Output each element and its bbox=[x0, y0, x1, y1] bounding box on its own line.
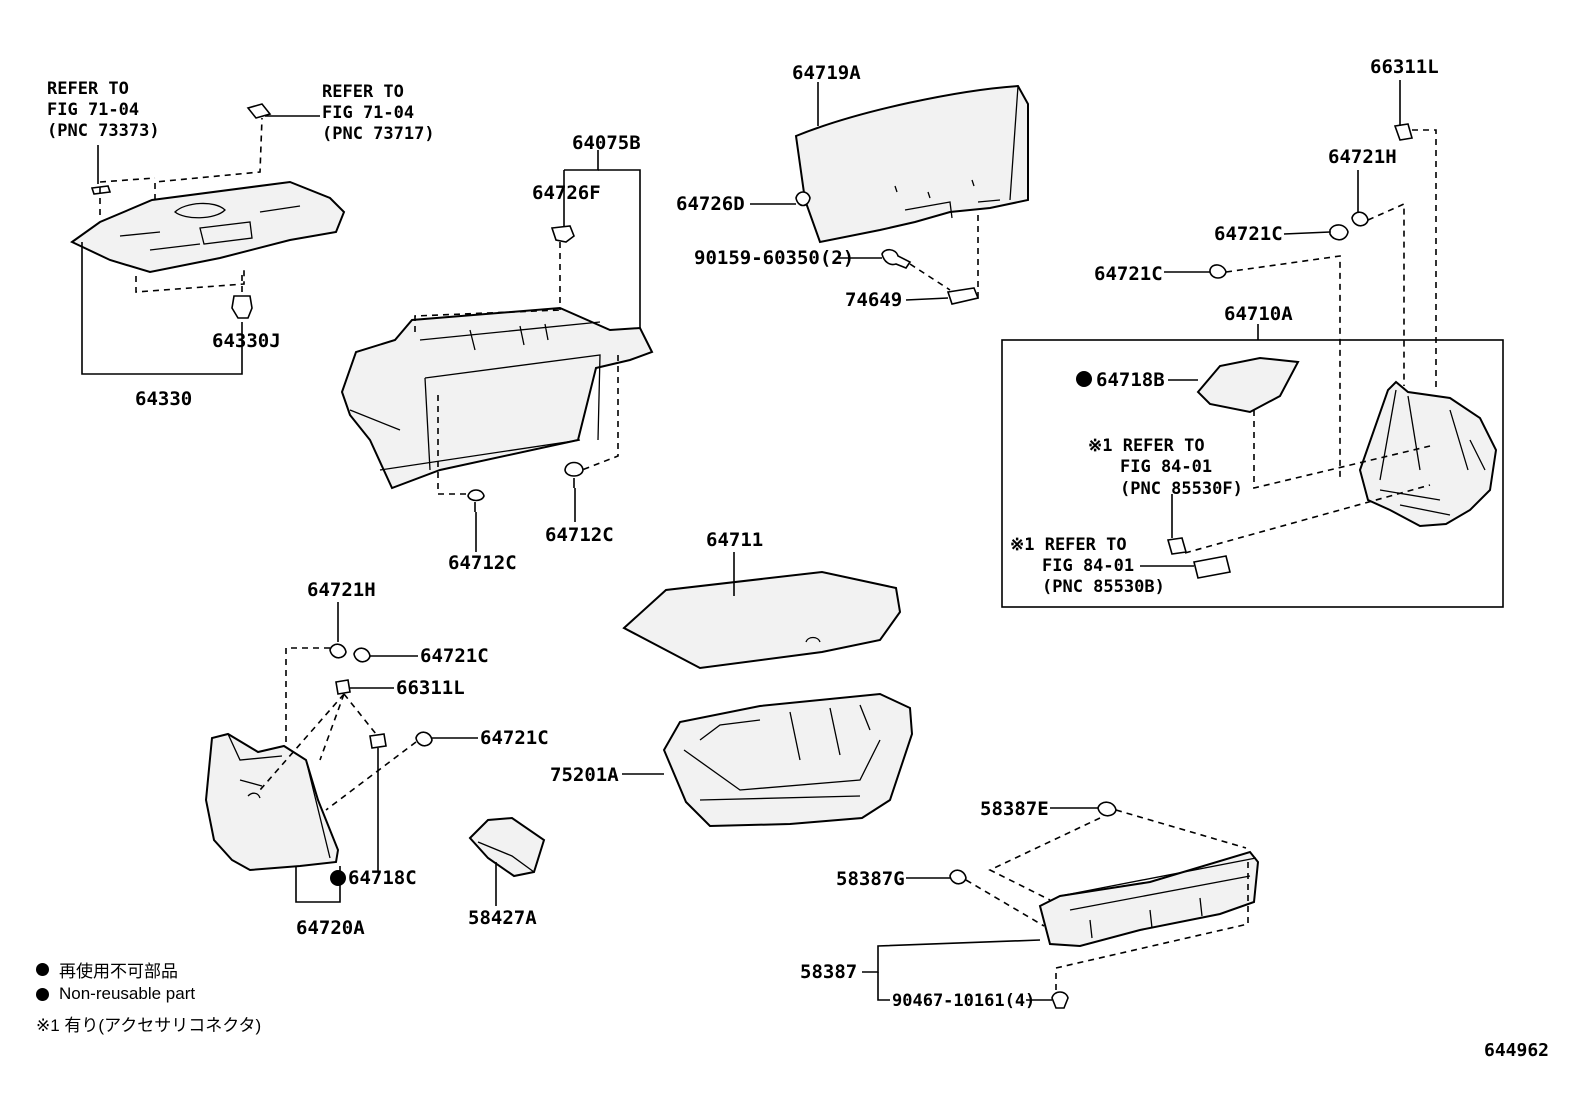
clip-64721C-bottom-a bbox=[353, 647, 371, 663]
connector-85530F bbox=[1166, 537, 1188, 555]
part-64710A-side-trim bbox=[1358, 380, 1498, 528]
clip-64721C-bottom-b bbox=[415, 731, 433, 747]
bolt-90159 bbox=[881, 248, 912, 269]
assembly-box-64710A bbox=[1001, 339, 1504, 608]
ref-text: (PNC 73717) bbox=[322, 124, 435, 144]
non-reusable-dot-icon bbox=[330, 870, 346, 886]
legend-text: Non-reusable part bbox=[59, 984, 196, 1003]
part-number-label: 64726D bbox=[676, 193, 745, 215]
part-64075B-trim bbox=[340, 225, 654, 490]
figure-number: 644962 bbox=[1484, 1040, 1550, 1061]
ref-text: REFER TO bbox=[322, 82, 404, 102]
legend-note: ※1 有り(アクセサリコネクタ) bbox=[36, 1011, 261, 1036]
clip-58387E bbox=[1097, 801, 1117, 817]
part-number-label: 75201A bbox=[550, 764, 619, 786]
legend-text: 再使用不可部品 bbox=[59, 962, 178, 981]
part-number-label: 64330J bbox=[212, 330, 281, 352]
ref-text: FIG 84-01 bbox=[1120, 457, 1212, 477]
clip-64712C-left bbox=[467, 489, 485, 512]
clip-64726D bbox=[795, 191, 811, 207]
clip-64330J bbox=[231, 295, 253, 319]
ref-text: (PNC 73373) bbox=[47, 121, 160, 141]
non-reusable-dot-icon bbox=[1076, 371, 1092, 387]
part-number-label: 58387E bbox=[980, 798, 1049, 820]
part-number-label: 64712C bbox=[448, 552, 517, 574]
part-64719A-lid-trim bbox=[794, 84, 1029, 244]
clip-64721C-top bbox=[1329, 224, 1349, 241]
part-number-label: 64710A bbox=[1224, 303, 1293, 325]
ref-text: (PNC 85530B) bbox=[1042, 577, 1165, 597]
screw-90467 bbox=[1051, 991, 1069, 1009]
part-number-label: 64075B bbox=[572, 132, 641, 154]
part-number-label: 64721H bbox=[307, 579, 376, 601]
part-number-label: 64711 bbox=[706, 529, 763, 551]
part-number-label: 64720A bbox=[296, 917, 365, 939]
ref-text: (PNC 85530F) bbox=[1120, 479, 1243, 499]
non-reusable-dot-icon bbox=[36, 987, 49, 1001]
part-75201A-tool-tray bbox=[662, 692, 914, 828]
part-number-label: 64726F bbox=[532, 182, 601, 204]
part-number-label: 64721C bbox=[1214, 223, 1283, 245]
clip-66311L-bottom bbox=[335, 679, 351, 695]
ref-text: FIG 84-01 bbox=[1042, 556, 1134, 576]
part-number-label: 58387 bbox=[800, 961, 857, 983]
part-64720A-side-trim bbox=[204, 732, 340, 872]
part-number-label: 66311L bbox=[396, 677, 465, 699]
part-64711-floor-mat bbox=[622, 570, 902, 670]
legend-en: Non-reusable part bbox=[36, 984, 195, 1004]
ref-text: FIG 71-04 bbox=[322, 103, 414, 123]
ref-text: ※1 REFER TO bbox=[1088, 436, 1205, 456]
legend-jp: 再使用不可部品 bbox=[36, 957, 178, 982]
part-number-label: 64719A bbox=[792, 62, 861, 84]
part-number-label: 64721H bbox=[1328, 146, 1397, 168]
part-number-label: 64718B bbox=[1096, 369, 1165, 391]
legend-text: ※1 有り(アクセサリコネクタ) bbox=[36, 1016, 262, 1035]
ref-text: REFER TO bbox=[47, 79, 129, 99]
part-number-label: 64721C bbox=[480, 727, 549, 749]
part-number-label: 58427A bbox=[468, 907, 537, 929]
clip-64721C-mid bbox=[1209, 264, 1227, 279]
part-number-label: 90467-10161(4) bbox=[892, 991, 1035, 1011]
clip-66311L-top bbox=[1393, 123, 1414, 141]
part-number-label: 66311L bbox=[1370, 56, 1439, 78]
part-number-label: 64718C bbox=[348, 867, 417, 889]
part-number-label: 64721C bbox=[1094, 263, 1163, 285]
ref-text: FIG 71-04 bbox=[47, 100, 139, 120]
non-reusable-dot-icon bbox=[36, 963, 49, 976]
part-number-label: 64330 bbox=[135, 388, 192, 410]
part-number-label: 58387G bbox=[836, 868, 905, 890]
clip-bottom-c bbox=[369, 733, 387, 749]
bracket-74649 bbox=[946, 287, 980, 305]
part-64330-tray bbox=[70, 103, 346, 274]
ref-text: ※1 REFER TO bbox=[1010, 535, 1127, 555]
part-number-label: 64721C bbox=[420, 645, 489, 667]
clip-64721H-top bbox=[1351, 211, 1369, 227]
part-64718B-pad bbox=[1196, 356, 1300, 414]
part-number-label: 90159-60350(2) bbox=[694, 247, 854, 269]
clip-64712C-right bbox=[564, 461, 584, 488]
connector-85530B bbox=[1193, 555, 1231, 579]
clip-58387G bbox=[949, 869, 967, 885]
part-58387-scuff-plate bbox=[1038, 850, 1260, 948]
part-number-label: 64712C bbox=[545, 524, 614, 546]
part-58427A-pad bbox=[468, 816, 546, 878]
part-number-label: 74649 bbox=[845, 289, 902, 311]
clip-64721H-bottom bbox=[329, 643, 347, 659]
